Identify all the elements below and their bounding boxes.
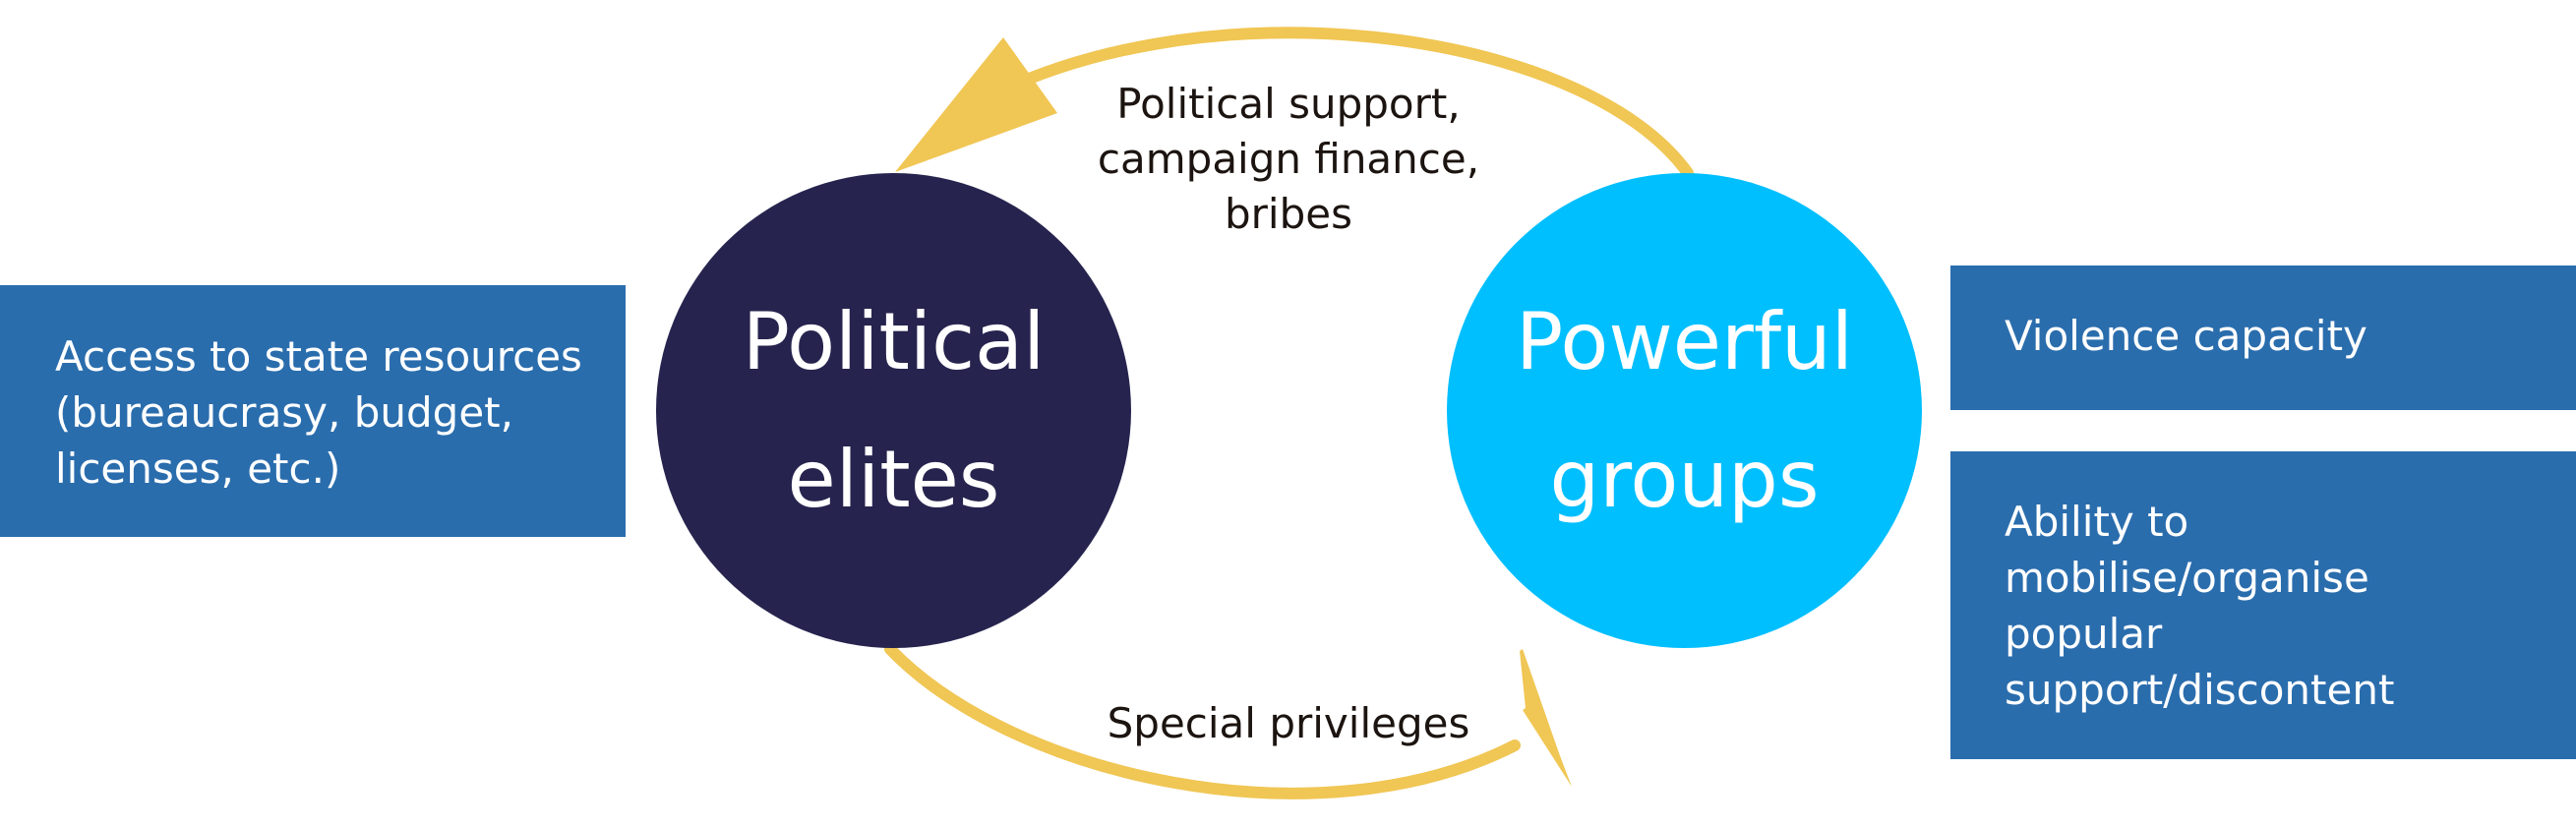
political-elites-label-line: Political — [742, 295, 1046, 387]
political-support-label-line: bribes — [1225, 190, 1352, 238]
mobilisation-ability-box: Ability to mobilise/organise popular sup… — [1950, 451, 2576, 759]
political-elites-label-line: elites — [787, 433, 1000, 525]
state-resources-line: (bureaucrasy, budget, — [55, 388, 513, 437]
mobilisation-ability-line: mobilise/organise — [2005, 554, 2369, 602]
political-support-label-line: Political support, — [1116, 80, 1461, 128]
state-resources-line: Access to state resources — [55, 332, 582, 381]
mobilisation-ability-line: popular — [2005, 610, 2163, 658]
powerful-groups-label-line: Powerful — [1516, 295, 1853, 387]
special-privileges-label-line: Special privileges — [1107, 699, 1470, 747]
powerful-groups-label-line: groups — [1549, 433, 1820, 525]
state-resources-box: Access to state resources (bureaucrasy, … — [0, 285, 626, 537]
violence-capacity-line: Violence capacity — [2005, 312, 2367, 360]
political-support-label: Political support, campaign finance, bri… — [1092, 77, 1485, 242]
violence-capacity-box: Violence capacity — [1950, 266, 2576, 410]
political-elites-circle: Political elites — [656, 173, 1131, 648]
arrow-top-head-icon — [895, 37, 1057, 172]
mobilisation-ability-line: support/discontent — [2005, 666, 2395, 714]
special-privileges-label: Special privileges — [1092, 696, 1485, 751]
state-resources-line: licenses, etc.) — [55, 444, 341, 493]
political-support-label-line: campaign finance, — [1097, 135, 1480, 183]
arrow-top-shaft — [953, 27, 1694, 179]
mobilisation-ability-line: Ability to — [2005, 498, 2189, 546]
arrow-bottom-shaft — [884, 643, 1521, 799]
arrow-bottom-head-main-icon — [1520, 649, 1571, 787]
powerful-groups-circle: Powerful groups — [1447, 173, 1922, 648]
